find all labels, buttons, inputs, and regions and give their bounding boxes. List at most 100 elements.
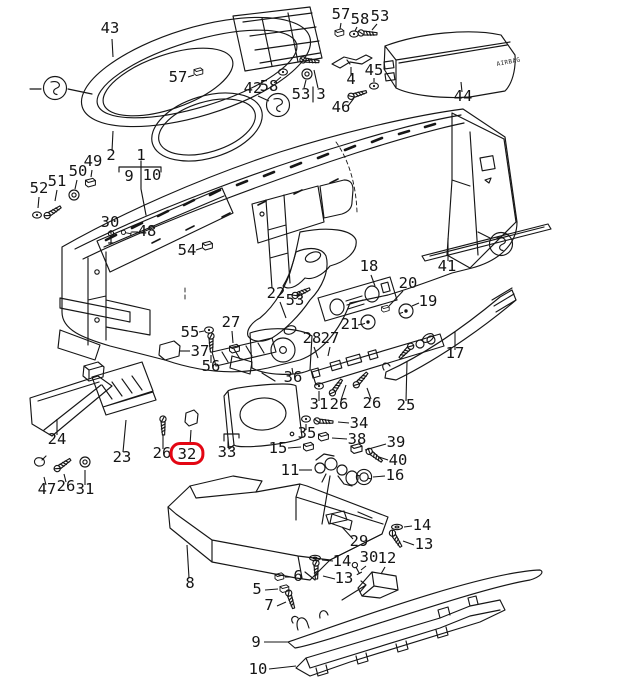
part-label-45[interactable]: 45 — [365, 61, 384, 82]
part-label-48[interactable]: 48 — [132, 222, 156, 240]
part-label-52[interactable]: 52 — [30, 179, 49, 209]
part-label-51[interactable]: 51 — [48, 172, 67, 202]
part-label-26[interactable]: 26 — [363, 387, 382, 412]
leader-line — [111, 38, 114, 58]
part-number-text: 26 — [57, 477, 76, 495]
part-label-32[interactable]: 32 — [169, 429, 205, 465]
part-label-53[interactable]: 53 — [292, 79, 311, 103]
part-label-33[interactable]: 33 — [218, 437, 237, 461]
leader-line — [360, 565, 367, 571]
part-label-34[interactable]: 34 — [337, 414, 369, 432]
part-label-43[interactable]: 43 — [101, 19, 120, 58]
part-label-18[interactable]: 18 — [360, 257, 379, 287]
part-number-text: 22 — [267, 284, 286, 302]
part-label-53[interactable]: 53 — [286, 291, 305, 309]
part-label-36[interactable]: 36 — [284, 367, 303, 386]
part-label-26[interactable]: 26 — [153, 434, 172, 462]
leader-line — [405, 361, 408, 402]
part-label-14[interactable]: 14 — [321, 552, 351, 570]
part-label-3[interactable]: 3 — [313, 69, 326, 103]
part-label-30[interactable]: 30 — [360, 548, 379, 571]
part-label-28[interactable]: 28 — [303, 329, 322, 359]
part-label-19[interactable]: 19 — [411, 292, 437, 310]
part-label-50[interactable]: 50 — [69, 162, 88, 190]
part-label-57[interactable]: 57 — [169, 68, 195, 86]
part-label-26[interactable]: 26 — [57, 473, 76, 495]
part-label-38[interactable]: 38 — [331, 430, 367, 448]
part-label-17[interactable]: 17 — [446, 332, 465, 362]
part-label-29[interactable]: 29 — [341, 526, 369, 550]
trim-strip-41 — [421, 223, 552, 262]
bracket-12 — [341, 571, 399, 601]
part-label-41[interactable]: 41 — [438, 238, 457, 275]
part-label-40[interactable]: 40 — [378, 451, 407, 469]
part-label-22[interactable]: 22 — [267, 284, 287, 319]
part-number-text: 29 — [350, 532, 369, 550]
part-number-text: 41 — [438, 257, 457, 275]
part-label-14[interactable]: 14 — [403, 516, 432, 534]
part-label-11[interactable]: 11 — [281, 461, 312, 479]
part-label-13[interactable]: 13 — [402, 535, 433, 553]
part-label-20[interactable]: 20 — [388, 274, 418, 307]
part-label-44[interactable]: 44 — [454, 81, 473, 105]
leader-line — [313, 69, 319, 89]
part-label-27[interactable]: 27 — [321, 329, 340, 357]
part-number-text: 38 — [348, 430, 367, 448]
part-label-2[interactable]: 2 — [106, 130, 116, 164]
part-label-10[interactable]: 10 — [249, 660, 297, 678]
part-label-57[interactable]: 57 — [332, 5, 351, 30]
part-label-27[interactable]: 27 — [222, 313, 241, 344]
part-label-49[interactable]: 49 — [84, 152, 103, 178]
part-label-16[interactable]: 16 — [372, 466, 404, 484]
part-label-12[interactable]: 12 — [378, 549, 397, 575]
part-label-26[interactable]: 26 — [330, 384, 349, 413]
part-label-55[interactable]: 55 — [181, 323, 205, 341]
part-number-text: 20 — [399, 274, 418, 292]
bracket-27-low — [82, 361, 105, 382]
leader-line — [54, 189, 58, 202]
part-number-text: 23 — [113, 448, 132, 466]
part-label-31[interactable]: 31 — [310, 391, 329, 413]
part-label-37[interactable]: 37 — [180, 342, 209, 360]
part-label-30[interactable]: 30 — [101, 213, 120, 234]
part-label-5[interactable]: 5 — [252, 580, 279, 598]
part-label-8[interactable]: 8 — [185, 544, 195, 592]
part-label-39[interactable]: 39 — [364, 433, 405, 451]
part-label-46[interactable]: 46 — [332, 97, 355, 116]
part-number-text: 34 — [350, 414, 369, 432]
part-label-56[interactable]: 56 — [202, 355, 221, 375]
part-label-21[interactable]: 21 — [341, 315, 363, 333]
part-number-text: 53 — [286, 291, 305, 309]
part-number-text: 15 — [269, 439, 288, 457]
part-label-15[interactable]: 15 — [269, 439, 302, 457]
part-label-47[interactable]: 47 — [38, 476, 57, 498]
glove-box — [167, 475, 389, 581]
leader-line — [322, 575, 336, 580]
leader-line — [411, 302, 420, 307]
part-label-10[interactable]: 10 — [143, 166, 162, 184]
part-label-58[interactable]: 58 — [351, 10, 370, 32]
part-label-54[interactable]: 54 — [178, 241, 203, 259]
part-label-23[interactable]: 23 — [113, 419, 132, 466]
part-label-9[interactable]: 9 — [251, 633, 288, 651]
part-label-13[interactable]: 13 — [322, 569, 353, 587]
part-label-58[interactable]: 58 — [260, 76, 282, 95]
leader-line — [331, 437, 348, 440]
part-label-31[interactable]: 31 — [76, 470, 95, 498]
leader-line — [402, 540, 415, 546]
part-label-53[interactable]: 53 — [371, 7, 390, 31]
part-number-text: 43 — [101, 19, 120, 37]
part-number-text: 1 — [136, 146, 145, 164]
part-label-4[interactable]: 4 — [346, 67, 356, 88]
part-label-35[interactable]: 35 — [298, 424, 317, 442]
support-rail-9 — [287, 569, 543, 649]
part-label-9[interactable]: 9 — [124, 167, 133, 185]
part-label-7[interactable]: 7 — [264, 596, 287, 614]
part-label-6[interactable]: 6 — [285, 567, 303, 585]
part-label-42[interactable]: 42 — [244, 79, 270, 102]
part-number-text: 14 — [413, 516, 432, 534]
part-label-25[interactable]: 25 — [397, 361, 416, 414]
part-label-1[interactable]: 1 — [136, 146, 145, 164]
part-label-24[interactable]: 24 — [48, 419, 67, 448]
callout-brackets — [118, 86, 314, 442]
